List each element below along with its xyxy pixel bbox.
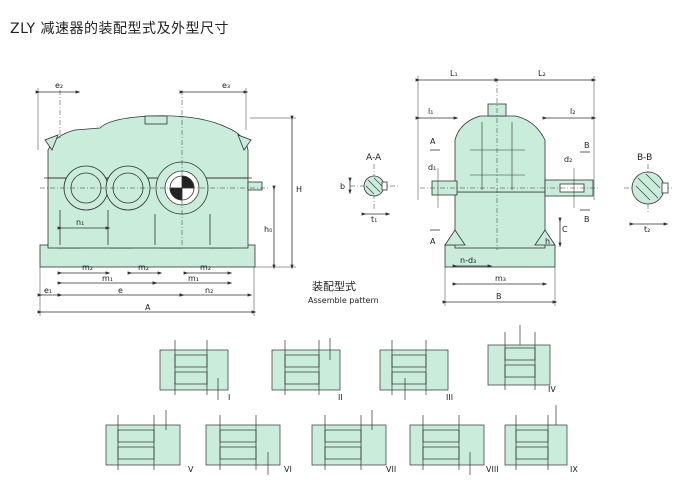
page-title: ZLY 减速器的装配型式及外型尺寸 <box>10 21 230 37</box>
dim-n-d3: n-d₃ <box>460 256 476 265</box>
dim-m2-a: m₂ <box>82 263 93 272</box>
dim-h: h <box>545 237 550 246</box>
pattern-II <box>271 338 341 395</box>
dim-t1: t₁ <box>371 215 377 224</box>
side-view <box>415 76 600 306</box>
dim-L2: L₂ <box>538 69 546 78</box>
pattern-label-2: II <box>338 393 343 402</box>
dim-n1: n₁ <box>76 218 84 227</box>
mark-B-up: B <box>584 141 590 150</box>
pattern-VIII <box>409 415 485 475</box>
pattern-IX <box>504 405 568 470</box>
section-aa-label: A-A <box>366 153 382 163</box>
pattern-label-9: IX <box>570 465 578 474</box>
pattern-label-3: III <box>446 393 453 402</box>
section-bb-label: B-B <box>637 153 652 163</box>
dim-C: C <box>562 225 568 234</box>
dim-d1: d₁ <box>428 163 436 172</box>
pattern-IV <box>487 325 551 390</box>
dim-e3: e₃ <box>222 81 230 90</box>
dim-e1: e₁ <box>44 286 52 295</box>
dim-b: b <box>340 182 345 191</box>
section-aa <box>348 164 398 216</box>
dim-l2: l₂ <box>570 107 575 116</box>
mark-A-top: A <box>430 137 436 146</box>
dim-l1: l₁ <box>428 107 433 116</box>
pattern-label-5: V <box>188 465 194 474</box>
mark-A-bottom: A <box>430 237 436 246</box>
dim-L1: L₁ <box>450 69 458 78</box>
dim-H: H <box>296 185 302 194</box>
mark-B-low: B <box>584 215 590 224</box>
dim-d2: d₂ <box>564 155 572 164</box>
dim-m1-b: m₁ <box>188 274 199 283</box>
pattern-label-4: IV <box>548 385 556 394</box>
pattern-label-1: I <box>228 393 230 402</box>
pattern-III <box>379 340 449 400</box>
dim-A: A <box>145 303 151 312</box>
pattern-VI <box>205 415 281 475</box>
pattern-label-7: VII <box>386 465 396 474</box>
pattern-label-6: VI <box>284 465 292 474</box>
dim-e2: e₂ <box>55 81 63 90</box>
dim-m1-a: m₁ <box>102 274 113 283</box>
assembly-title-en: Assemble pattern <box>308 296 379 305</box>
dim-e: e <box>118 286 123 295</box>
dim-m2-b: m₂ <box>138 263 149 272</box>
front-view <box>35 88 296 316</box>
pattern-VII <box>311 410 387 470</box>
dim-m3: m₃ <box>495 274 506 283</box>
dim-B: B <box>496 292 502 301</box>
pattern-I <box>159 340 229 400</box>
assembly-title-cn: 装配型式 <box>312 279 356 293</box>
pattern-V <box>105 410 181 470</box>
section-bb <box>624 164 672 226</box>
dim-n2: n₂ <box>205 286 213 295</box>
dim-t2: t₂ <box>644 225 650 234</box>
pattern-label-8: VIII <box>486 465 499 474</box>
dim-m2-c: m₂ <box>200 263 211 272</box>
dim-h0: h₀ <box>264 225 272 234</box>
